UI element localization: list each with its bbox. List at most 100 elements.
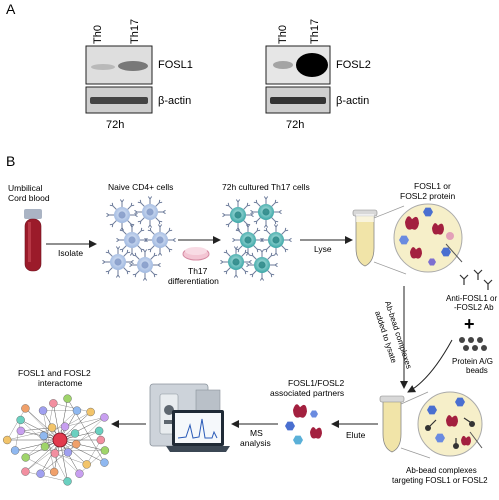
- network-node: [21, 453, 30, 462]
- complexes-label-1: Ab-bead complexes: [406, 466, 477, 475]
- th17-cell: [246, 249, 278, 281]
- network-node: [63, 394, 72, 403]
- protein-blue: [427, 405, 437, 415]
- protein-label-2: FOSL2 protein: [400, 191, 456, 201]
- partners-label-1: FOSL1/FOSL2: [288, 378, 344, 388]
- blood-tube-icon: [24, 209, 42, 272]
- lyse-label: Lyse: [314, 244, 332, 254]
- elute-label: Elute: [346, 430, 366, 440]
- fosl2-band-th0: [273, 61, 293, 69]
- zoom-line-top: [373, 205, 405, 219]
- protein-ag-beads-icon: [459, 337, 487, 351]
- fosl1-label: FOSL1: [158, 59, 193, 71]
- th17-cell: [250, 196, 282, 228]
- zoom-line-top-2: [400, 391, 429, 405]
- network-node: [60, 422, 70, 431]
- network-node: [75, 469, 84, 478]
- network-node: [21, 467, 30, 476]
- fosl2-label: FOSL2: [336, 59, 371, 71]
- network-node: [21, 404, 30, 413]
- network-node: [100, 458, 109, 467]
- network-edge: [53, 403, 91, 413]
- cord-blood-label-2: Cord blood: [8, 193, 50, 203]
- network-edge: [59, 439, 105, 463]
- network-edge: [25, 439, 61, 472]
- network-node: [47, 423, 57, 432]
- network-edge: [25, 457, 55, 473]
- protein-red: [461, 435, 471, 446]
- th17-diff-label-1: Th17: [188, 266, 208, 276]
- complex-tube-icon: [379, 395, 405, 453]
- ms-label-1: MS: [250, 428, 263, 438]
- panel-b-letter: B: [6, 153, 15, 169]
- network-edge: [59, 417, 105, 441]
- network-hub-node: [52, 432, 68, 448]
- bead: [453, 443, 459, 449]
- beads-label-1: Protein A/G: [452, 357, 493, 366]
- network-node: [72, 439, 81, 449]
- antibody-label-2: -FOSL2 Ab: [454, 303, 494, 312]
- partner-red: [310, 427, 322, 439]
- th17-cell: [260, 224, 292, 256]
- antibody-label-1: Anti-FOSL1 or: [446, 294, 497, 303]
- protein-purple: [428, 258, 436, 266]
- naive-cells-icon: [102, 196, 176, 281]
- naive-cell: [102, 246, 134, 278]
- network-edge: [20, 419, 80, 474]
- culture-dish-top: [185, 247, 207, 255]
- network-edge: [42, 410, 55, 473]
- network-node: [70, 429, 80, 438]
- protein-pink: [446, 232, 454, 240]
- th17-cell: [222, 199, 254, 231]
- actin-band-2: [270, 97, 326, 104]
- antibody: [429, 417, 471, 444]
- zoom-line-bottom-2: [400, 447, 431, 459]
- th17-cell: [220, 246, 252, 278]
- protein-red: [432, 223, 444, 235]
- protein-red: [405, 216, 419, 230]
- complex-molecules: [425, 397, 483, 449]
- network-node: [10, 446, 20, 455]
- partner-cyan: [293, 435, 303, 445]
- protein-blue: [399, 235, 409, 245]
- pointer-line: [445, 243, 463, 263]
- panel-a-letter: A: [6, 1, 16, 17]
- lane-label-th17: Th17: [129, 19, 141, 44]
- network-node: [86, 407, 95, 417]
- protein-label-1: FOSL1 or: [414, 181, 451, 191]
- network-node: [39, 431, 48, 441]
- fosl2-band-th17: [296, 53, 328, 77]
- time-label-2: 72h: [286, 119, 304, 131]
- laptop-icon: [166, 410, 230, 452]
- network-edge: [20, 427, 53, 432]
- network-node: [49, 399, 58, 408]
- naive-cells-label: Naive CD4+ cells: [108, 182, 173, 192]
- ms-label-2: analysis: [240, 438, 271, 448]
- interactome-label-2: interactome: [38, 378, 83, 388]
- network-node: [16, 426, 26, 436]
- network-edge: [25, 410, 78, 458]
- bead: [425, 425, 431, 431]
- network-node: [96, 435, 106, 445]
- interactome-label-1: FOSL1 and FOSL2: [18, 368, 91, 378]
- network-node: [50, 449, 60, 458]
- lysate-molecules: [399, 207, 463, 266]
- network-node: [63, 477, 72, 486]
- actin-label-1: β-actin: [158, 95, 191, 107]
- naive-cell: [144, 224, 176, 256]
- network-edge: [64, 411, 91, 427]
- complexes-label-2: targeting FOSL1 or FOSL2: [392, 476, 488, 485]
- network-edge: [15, 439, 61, 451]
- associated-partners-icon: [285, 404, 322, 445]
- protein-blue: [455, 397, 465, 407]
- network-node: [94, 426, 104, 436]
- bead: [469, 421, 475, 427]
- network-edge: [25, 471, 68, 482]
- protein-red: [446, 415, 458, 427]
- isolate-label: Isolate: [58, 248, 83, 258]
- fosl1-band-th17: [118, 61, 148, 71]
- cord-blood-label-1: Umbilical: [8, 183, 43, 193]
- network-edge: [25, 408, 61, 441]
- beads-label-2: beads: [466, 366, 488, 375]
